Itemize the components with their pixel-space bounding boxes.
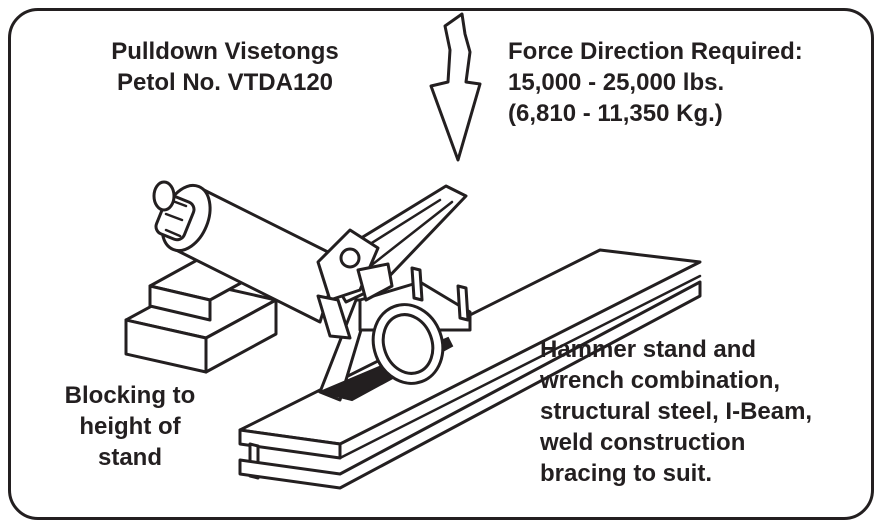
blocking-line-3: stand	[97, 444, 162, 471]
hammer-stand	[316, 266, 472, 402]
stand-line-4: weld construction	[540, 429, 746, 456]
force-kg: (6,810 - 11,350 Kg.)	[508, 100, 723, 127]
blocking-label: Blocking to height of stand	[20, 380, 240, 473]
stand-line-3: structural steel, I-Beam,	[540, 398, 813, 425]
vise-tongs	[316, 184, 468, 340]
stand-line-1: Hammer stand and	[540, 336, 757, 363]
hammer-cylinder	[152, 180, 342, 324]
force-requirement: Force Direction Required: 15,000 - 25,00…	[508, 36, 803, 129]
stand-line-5: bracing to suit.	[540, 460, 713, 487]
tool-title-line-2: Petol No. VTDA120	[116, 69, 334, 96]
blocking-line-1: Blocking to	[64, 382, 196, 409]
tool-title-line-1: Pulldown Visetongs	[111, 38, 339, 65]
stand-line-2: wrench combination,	[540, 367, 781, 394]
blocking-line-2: height of	[79, 413, 181, 440]
force-heading: Force Direction Required:	[508, 38, 803, 65]
force-lbs: 15,000 - 25,000 lbs.	[508, 69, 725, 96]
stand-description: Hammer stand and wrench combination, str…	[540, 334, 812, 489]
force-arrow	[429, 12, 482, 162]
tool-title: Pulldown Visetongs Petol No. VTDA120	[60, 36, 390, 98]
